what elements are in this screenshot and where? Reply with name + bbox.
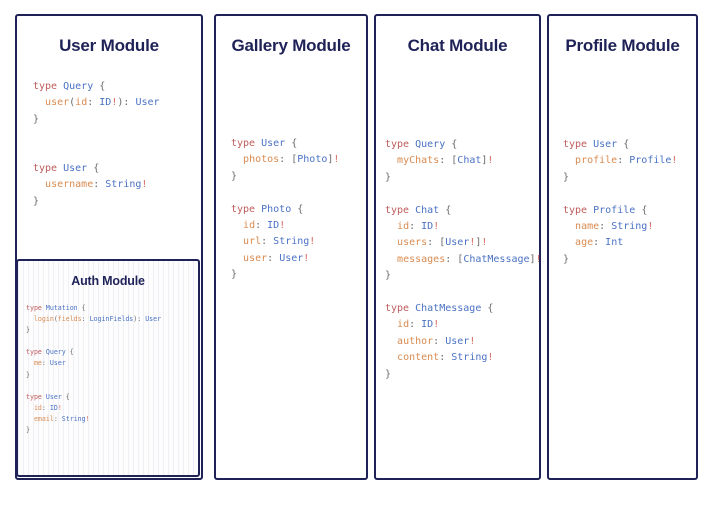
auth-module-title: Auth Module [71, 274, 145, 288]
profile-module-title: Profile Module [565, 36, 680, 55]
card-profile-module[interactable]: Profile Module type User { profile: Prof… [547, 14, 698, 480]
gallery-module-title: Gallery Module [231, 36, 351, 55]
card-gallery-module[interactable]: Gallery Module type User { photos: [Phot… [214, 14, 368, 480]
user-module-code: type Query { user(id: ID!): User } type … [33, 81, 160, 207]
user-module-title: User Module [59, 36, 159, 55]
chat-module-code: type Query { myChats: [Chat]! } type Cha… [385, 139, 542, 380]
chat-module-title: Chat Module [407, 36, 508, 55]
card-chat-module[interactable]: Chat Module type Query { myChats: [Chat]… [374, 14, 542, 480]
card-auth-module[interactable]: Auth Module type Mutation { login(fields… [16, 259, 200, 477]
auth-module-code: type Mutation { login(fields: LoginField… [26, 304, 162, 435]
profile-module-code: type User { profile: Profile! } type Pro… [563, 139, 678, 265]
card-user-module[interactable]: User Module type Query { user(id: ID!): … [15, 14, 203, 480]
gallery-module-code: type User { photos: [Photo]! } type Phot… [231, 138, 340, 281]
